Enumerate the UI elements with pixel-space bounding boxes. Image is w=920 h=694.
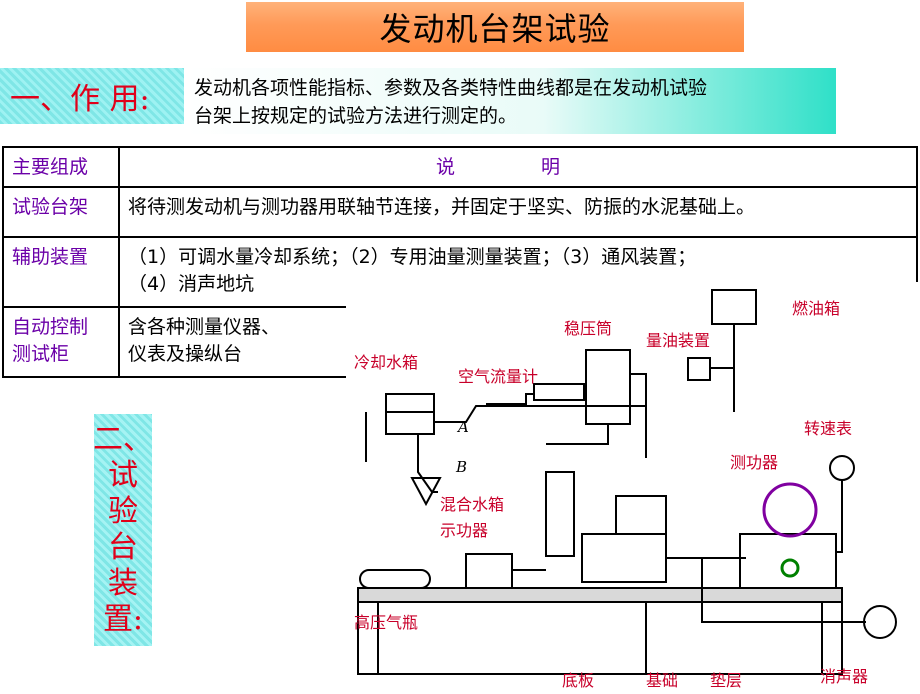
control-desc-line2: 仪表及操纵台 <box>128 343 243 365</box>
label-stabilizer: 稳压筒 <box>564 319 612 338</box>
label-cooling-tank: 冷却水箱 <box>354 353 418 372</box>
test-bench-schematic: 燃油箱 稳压筒 量油装置 冷却水箱 空气流量计 转速表 测功器 混合水箱 示功器… <box>354 289 897 690</box>
engine-head <box>615 495 667 535</box>
section2-char: 装 <box>108 566 138 601</box>
section1-text-line2: 台架上按规定的试验方法进行测定的。 <box>194 105 518 127</box>
test-bench-diagram: 燃油箱 稳压筒 量油装置 冷却水箱 空气流量计 转速表 测功器 混合水箱 示功器… <box>346 282 920 690</box>
section2-char: 二、 <box>93 422 153 457</box>
funnel-shape <box>410 477 442 507</box>
label-fuel-measure: 量油装置 <box>646 331 710 350</box>
label-pad: 垫层 <box>710 671 742 690</box>
title-banner: 发动机台架试验 <box>246 2 744 52</box>
dynamometer-base <box>739 533 837 589</box>
cooling-tank-shape <box>385 393 435 435</box>
table-row: 试验台架 将待测发动机与测功器用联轴节连接，并固定于坚实、防振的水泥基础上。 <box>2 186 918 238</box>
page-title: 发动机台架试验 <box>379 10 611 48</box>
row-key-test-bench: 试验台架 <box>2 186 120 238</box>
row-key-auxiliary: 辅助装置 <box>2 236 120 308</box>
label-gas-cylinder: 高压气瓶 <box>354 613 418 632</box>
section2-label-box: 二、 试 验 台 装 置: <box>93 414 153 646</box>
label-air-flow: 空气流量计 <box>458 367 538 386</box>
label-foundation: 基础 <box>646 671 678 690</box>
engine-block <box>581 533 667 583</box>
section1-text-line1: 发动机各项性能指标、参数及各类特性曲线都是在发动机试验 <box>194 77 708 99</box>
air-flow-meter-shape <box>533 383 585 401</box>
tachometer-shape <box>829 455 855 481</box>
label-mixing-tank: 混合水箱 <box>440 495 504 514</box>
section2-char: 台 <box>108 530 138 565</box>
row-desc-test-bench: 将待测发动机与测功器用联轴节连接，并固定于坚实、防振的水泥基础上。 <box>118 186 918 238</box>
row-key-control-cabinet: 自动控制 测试柜 <box>2 306 120 378</box>
header-description: 说 明 <box>118 146 918 188</box>
mixing-tank-shape <box>545 471 575 557</box>
section1-text-box: 发动机各项性能指标、参数及各类特性曲线都是在发动机试验 台架上按规定的试验方法进… <box>186 68 836 134</box>
label-point-a: A <box>456 418 469 436</box>
table-header-row: 主要组成 说 明 <box>2 146 918 188</box>
header-component: 主要组成 <box>2 146 120 188</box>
gas-cylinder-shape <box>359 569 431 589</box>
base-plate-shape <box>357 587 843 603</box>
section1-label-box: 一、作 用: <box>0 68 184 124</box>
aux-line1: （1）可调水量冷却系统；（2）专用油量测量装置；（3）通风装置； <box>128 246 697 268</box>
control-key-line1: 自动控制 <box>12 316 89 338</box>
section2-char: 验 <box>108 494 138 529</box>
section2-char: 试 <box>108 458 138 493</box>
label-fuel-tank: 燃油箱 <box>792 299 840 318</box>
indicator-shape <box>465 553 513 589</box>
stabilizer-shape <box>585 349 631 425</box>
label-base-plate: 底板 <box>562 671 594 690</box>
label-dynamometer: 测功器 <box>730 453 778 472</box>
dynamometer-dial <box>762 482 818 538</box>
label-indicator: 示功器 <box>440 521 488 540</box>
control-key-line2: 测试柜 <box>12 343 70 365</box>
control-desc-line1: 含各种测量仪器、 <box>128 316 281 338</box>
aux-line2: （4）消声地坑 <box>128 273 255 295</box>
fuel-tank-shape <box>711 289 757 325</box>
fuel-measure-shape <box>687 357 711 381</box>
label-muffler: 消声器 <box>820 667 868 686</box>
section2-char: 置: <box>102 602 144 637</box>
muffler-shape <box>863 605 897 639</box>
label-point-b: B <box>455 458 467 476</box>
label-tachometer: 转速表 <box>804 419 852 438</box>
section1-label: 一、作 用: <box>10 82 150 117</box>
